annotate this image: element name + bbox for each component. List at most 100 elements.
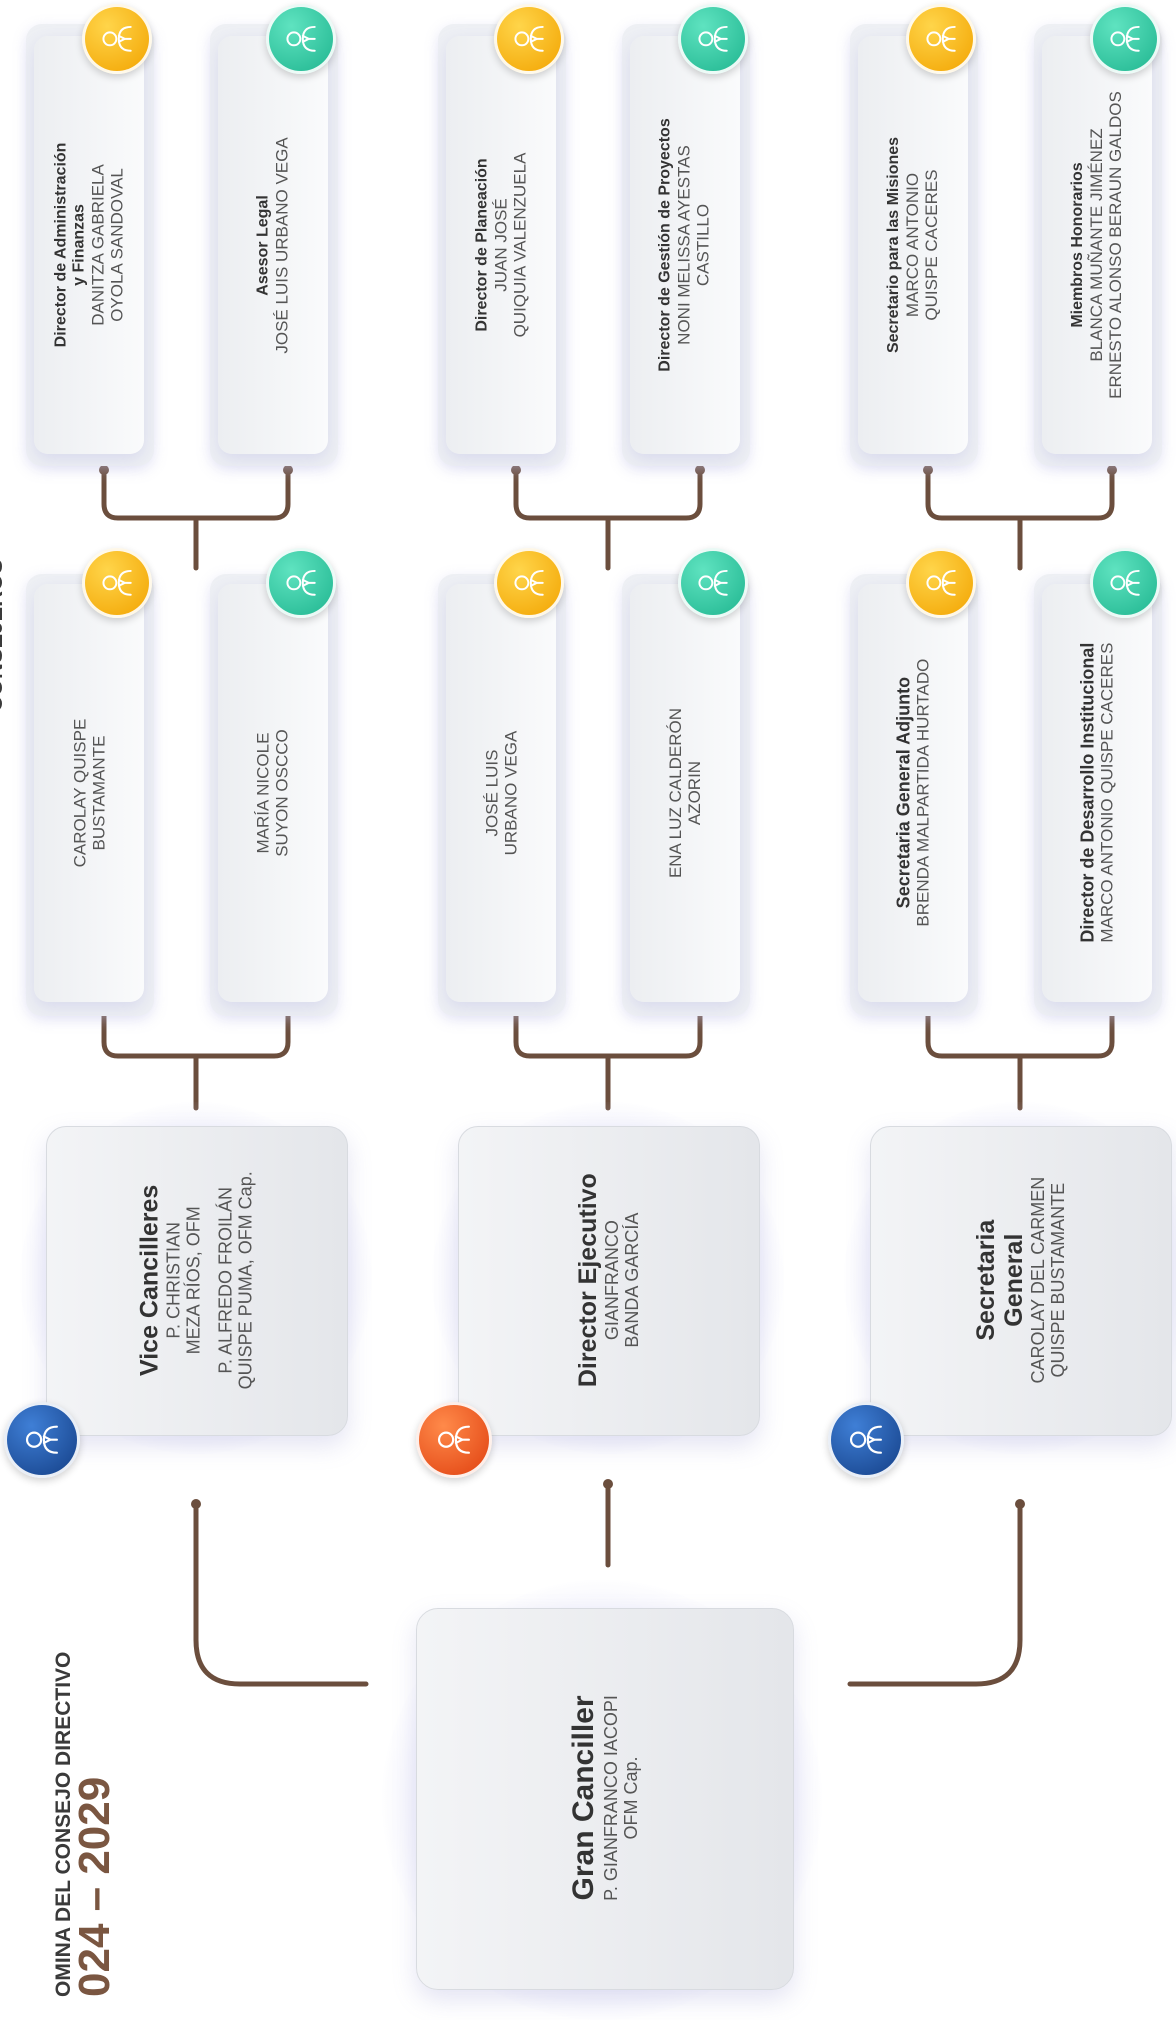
director-card xyxy=(1042,36,1152,454)
card-title-line: Secretario para las Misiones xyxy=(885,136,903,354)
card-name-line: MARCO ANTONIO QUISPE CACERES xyxy=(1097,642,1117,944)
consejero-card xyxy=(446,584,556,1002)
card-name-line: OYOLA SANDOVAL xyxy=(106,168,126,322)
director-card xyxy=(858,36,968,454)
director-card xyxy=(34,36,144,454)
consejero-card xyxy=(1042,584,1152,1002)
connector-consejeros-2-dot xyxy=(1107,465,1117,475)
hub-card xyxy=(870,1126,1172,1436)
card-name-line: BRENDA MALPARTIDA HURTADO xyxy=(913,659,933,927)
connector-dot xyxy=(603,1479,613,1489)
card-name-line xyxy=(204,1171,216,1389)
hub-card xyxy=(458,1126,760,1436)
card-title-line: General xyxy=(999,1233,1028,1327)
card-name-line: P. GIANFRANCO IACOPI xyxy=(600,1695,621,1901)
card-name-line: QUISPE BUSTAMANTE xyxy=(1048,1182,1068,1378)
card-name-line: OFM Cap. xyxy=(620,1756,641,1840)
card-name-line: QUISPE PUMA, OFM Cap. xyxy=(236,1170,257,1390)
person-icon xyxy=(494,4,564,74)
card-name-line: CAROLAY DEL CARMEN xyxy=(1027,1176,1048,1384)
card-title-line: Director de Administración xyxy=(52,142,70,348)
card-title-line: y Finanzas xyxy=(69,204,87,286)
person-icon xyxy=(416,1402,492,1478)
person-icon xyxy=(1090,548,1160,618)
card-name-line: MEZA RÍOS, OFM xyxy=(183,1205,204,1355)
card-title-line: Miembros Honorarios xyxy=(1069,162,1087,328)
director-card xyxy=(446,36,556,454)
director-card xyxy=(630,36,740,454)
connector-consejeros-1-dot xyxy=(511,465,521,475)
card-name-line: AZORIN xyxy=(685,760,705,826)
card-title-line: Vice Cancilleres xyxy=(135,1184,164,1376)
card-name-line: CASTILLO xyxy=(693,203,713,287)
card-name-line: NONI MELISSA AYESTAS xyxy=(674,145,694,345)
person-icon xyxy=(494,548,564,618)
card-title-line: Asesor Legal xyxy=(254,194,272,296)
card-name-line: JOSÉ LUIS xyxy=(481,749,501,837)
card-title-line: Director de Gestión de Proyectos xyxy=(657,118,675,372)
card-name-line: BANDA GARCÍA xyxy=(621,1212,642,1348)
card-name-line: MARCO ANTONIO xyxy=(902,172,922,318)
card-title-line: Director de Planeación xyxy=(473,158,491,332)
hub-card xyxy=(46,1126,348,1436)
card-title-line: Gran Canciller xyxy=(567,1695,601,1901)
consejero-card xyxy=(34,584,144,1002)
connector-gran-right xyxy=(847,1501,1023,1687)
gran-canciller-card xyxy=(416,1608,794,1990)
connector-dot xyxy=(191,1499,201,1509)
card-name-line: URBANO VEGA xyxy=(501,730,521,856)
director-card xyxy=(218,36,328,454)
card-name-line: BUSTAMANTE xyxy=(89,735,108,851)
connector-consejeros-2-dot xyxy=(923,465,933,475)
person-icon xyxy=(828,1402,904,1478)
person-icon xyxy=(266,548,336,618)
connector-consejeros-0-dot xyxy=(283,465,293,475)
person-icon xyxy=(678,4,748,74)
card-name-line: P. CHRISTIAN xyxy=(163,1221,184,1339)
consejero-card xyxy=(630,584,740,1002)
consejero-card xyxy=(858,584,968,1002)
card-name-line: QUISPE CACERES xyxy=(921,169,941,321)
connector-consejeros-0 xyxy=(101,467,291,521)
card-title-line: Secretaria General Adjunto xyxy=(893,677,914,909)
card-name-line: JOSÉ LUIS URBANO VEGA xyxy=(272,136,292,354)
connector-consejeros-0-dot xyxy=(99,465,109,475)
card-name-line: ERNESTO ALONSO BERAUN GALDOS xyxy=(1105,91,1125,399)
card-name-line: ENA LUZ CALDERÓN xyxy=(665,707,685,879)
card-name-line: SUYON OSCCO xyxy=(273,729,292,857)
connector-gran-left xyxy=(193,1501,369,1687)
person-icon xyxy=(906,4,976,74)
person-icon xyxy=(1090,4,1160,74)
consejero-card xyxy=(218,584,328,1002)
person-icon xyxy=(82,548,152,618)
person-icon xyxy=(266,4,336,74)
person-icon xyxy=(82,4,152,74)
